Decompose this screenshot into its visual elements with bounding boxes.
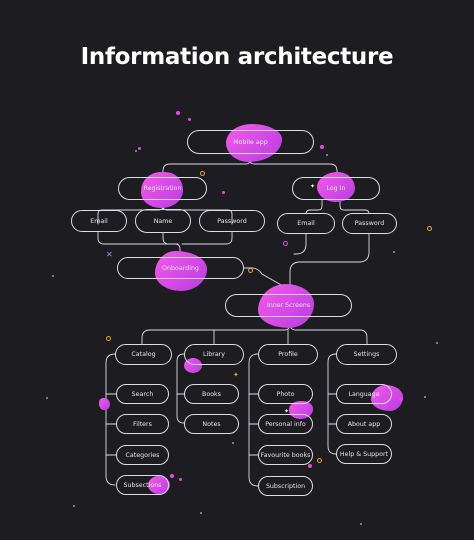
accent-ring <box>248 268 253 273</box>
accent-dot <box>320 145 324 149</box>
blob-registration <box>141 172 183 208</box>
node-reg-name: Name <box>135 209 191 233</box>
sparkle-icon: ✦ <box>233 372 239 379</box>
accent-ring <box>283 241 288 246</box>
sparkle-icon: ✦ <box>284 409 290 415</box>
accent-dot <box>176 111 180 115</box>
blob-inner-screens <box>258 284 314 328</box>
accent-dot <box>308 464 312 468</box>
node-subscription: Subscription <box>258 476 313 496</box>
background-speck <box>135 150 137 152</box>
node-help-support: Help & Support <box>336 444 392 464</box>
page-title: Information architecture <box>80 44 394 70</box>
background-speck <box>326 154 328 156</box>
background-speck <box>200 512 202 514</box>
accent-ring <box>427 226 432 231</box>
accent-ring <box>106 336 111 341</box>
accent-dot <box>399 397 403 401</box>
accent-ring <box>200 171 205 176</box>
node-photo: Photo <box>258 384 313 404</box>
node-reg-password: Password <box>199 210 265 232</box>
background-speck <box>232 442 234 444</box>
node-notes: Notes <box>184 414 239 434</box>
sparkle-icon: ✕ <box>106 250 113 259</box>
node-categories: Categories <box>116 445 169 465</box>
node-personal-info: Personal info <box>258 414 313 434</box>
node-filters: Filters <box>116 414 169 434</box>
background-speck <box>436 342 438 344</box>
accent-dot <box>222 191 225 194</box>
accent-dot <box>179 478 182 481</box>
node-reg-email: Email <box>71 210 127 232</box>
node-registration: Registration <box>118 177 207 200</box>
node-settings: Settings <box>336 344 397 365</box>
blob-catalog-side <box>99 398 110 410</box>
sparkle-icon: ✦ <box>310 184 316 190</box>
node-subsections: Subsections <box>116 475 169 495</box>
node-mobile-app: Mobile app <box>187 130 314 154</box>
background-speck <box>424 396 426 398</box>
background-speck <box>393 251 395 253</box>
node-onboarding: Onboarding <box>117 257 244 279</box>
node-profile: Profile <box>258 344 318 365</box>
node-log-in: Log In <box>292 177 380 200</box>
node-books: Books <box>184 384 239 404</box>
node-inner-screens: Inner Screens <box>225 294 352 317</box>
node-favourite-books: Favourite books <box>258 445 313 465</box>
node-about-app: About app <box>336 414 392 434</box>
accent-ring <box>317 458 322 463</box>
accent-dot <box>188 118 191 121</box>
background-speck <box>73 505 75 507</box>
node-library: Library <box>184 344 244 365</box>
node-search: Search <box>116 384 169 404</box>
node-login-email: Email <box>277 213 335 234</box>
accent-dot <box>138 147 141 150</box>
node-catalog: Catalog <box>115 344 172 365</box>
background-speck <box>360 523 362 525</box>
background-speck <box>46 397 48 399</box>
node-language: Language <box>336 384 392 404</box>
accent-dot <box>170 474 174 478</box>
background-speck <box>52 275 54 277</box>
node-login-password: Password <box>342 213 397 234</box>
